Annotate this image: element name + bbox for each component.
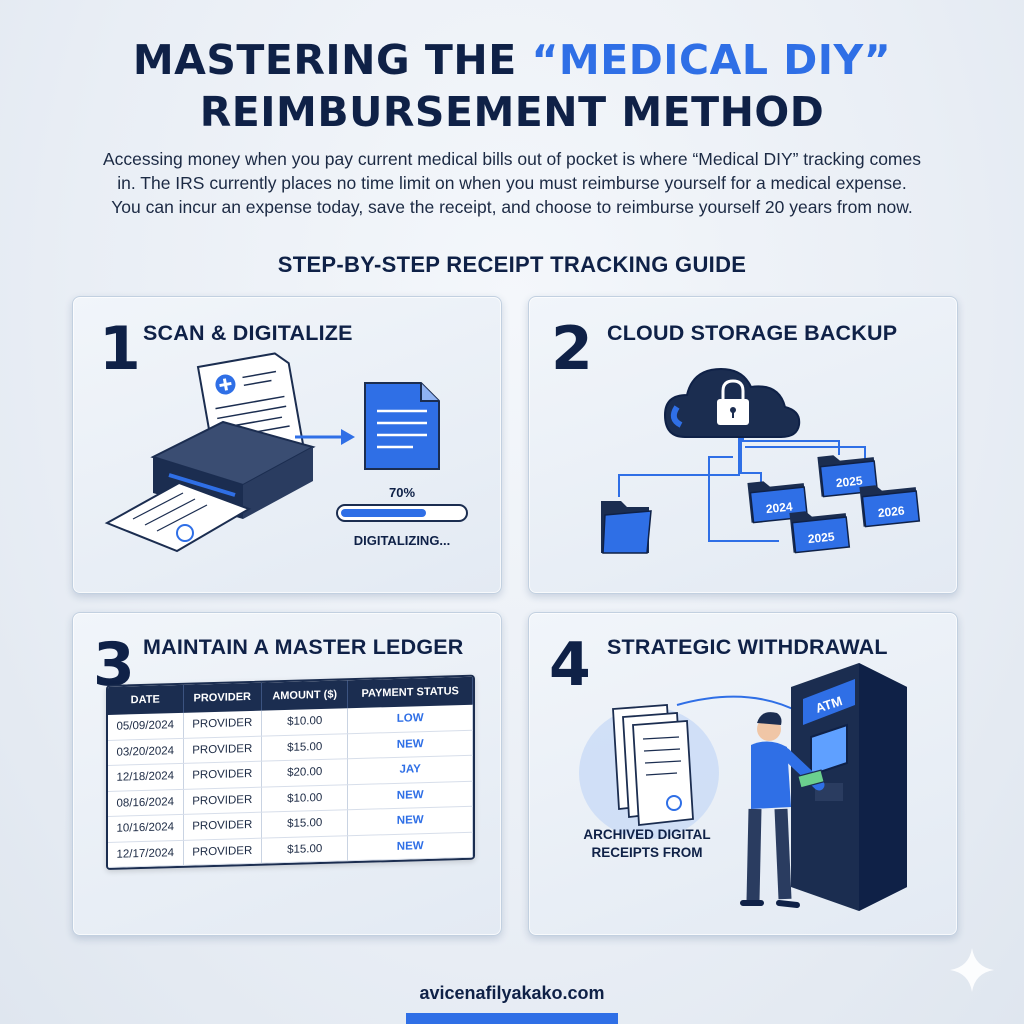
withdrawal-illustration: ATM ARCHIVED DIGITAL RECEIPTS FROM — [579, 663, 907, 911]
footer-accent-bar — [406, 1013, 618, 1024]
progress-bar-fill — [341, 509, 426, 517]
step-title: CLOUD STORAGE BACKUP — [607, 321, 898, 345]
title-highlight: “MEDICAL DIY” — [531, 36, 892, 84]
progress-status: DIGITALIZING... — [354, 533, 451, 548]
cell-amount: $15.00 — [261, 835, 348, 864]
cell-provider: PROVIDER — [183, 735, 262, 764]
progress-label: 70% — [389, 485, 415, 500]
cell-provider: PROVIDER — [183, 761, 262, 789]
cell-provider: PROVIDER — [183, 812, 262, 840]
step-title: SCAN & DIGITALIZE — [143, 321, 353, 345]
svg-text:2025: 2025 — [807, 529, 835, 546]
cell-amount: $15.00 — [261, 809, 348, 838]
column-header: PAYMENT STATUS — [347, 676, 473, 709]
cell-provider: PROVIDER — [183, 837, 262, 866]
atm-icon: ATM — [791, 663, 907, 911]
column-header: PROVIDER — [183, 682, 262, 713]
footer-site-link[interactable]: avicenafilyakako.com — [419, 983, 605, 1003]
cloud-illustration: 2024 2025 2025 2026 — [601, 367, 921, 554]
cell-provider: PROVIDER — [183, 786, 262, 815]
cell-status: NEW — [347, 806, 473, 836]
printer-icon — [150, 420, 316, 519]
cell-date: 03/20/2024 — [108, 737, 183, 766]
intro-line-1: Accessing money when you pay current med… — [103, 149, 921, 169]
step-title: STRATEGIC WITHDRAWAL — [607, 635, 888, 659]
master-ledger-table: DATE PROVIDER AMOUNT ($) PAYMENT STATUS … — [106, 674, 475, 870]
receipt-output — [104, 481, 252, 553]
guide-heading: STEP-BY-STEP RECEIPT TRACKING GUIDE — [277, 252, 747, 277]
cell-date: 08/16/2024 — [108, 788, 183, 817]
cell-status: NEW — [347, 729, 473, 759]
caption-line-2: RECEIPTS FROM — [591, 845, 702, 860]
folder-2025-b: 2025 — [789, 511, 851, 554]
cell-date: 12/17/2024 — [108, 839, 183, 868]
document-icon — [364, 382, 440, 470]
svg-text:2026: 2026 — [877, 503, 905, 520]
page-title-line1: MASTERING THE “MEDICAL DIY” — [0, 36, 1024, 84]
cell-amount: $15.00 — [261, 733, 348, 762]
step-number: 2 — [551, 314, 593, 384]
cell-amount: $10.00 — [261, 784, 348, 813]
caption-line-1: ARCHIVED DIGITAL — [583, 827, 710, 842]
step-title: MAINTAIN A MASTER LEDGER — [143, 635, 464, 659]
cell-provider: PROVIDER — [183, 710, 262, 738]
cell-amount: $10.00 — [261, 708, 348, 736]
folder-2026: 2026 — [859, 485, 921, 528]
arrow-right-icon — [295, 429, 355, 445]
step-card-scan: 1 SCAN & DIGITALIZE — [72, 296, 502, 594]
lock-icon — [717, 379, 749, 425]
cell-date: 05/09/2024 — [108, 712, 183, 740]
step-number: 1 — [99, 314, 141, 384]
cell-amount: $20.00 — [261, 758, 348, 787]
page-title-line2: REIMBURSEMENT METHOD — [199, 88, 825, 136]
receipt-stack-icon — [612, 704, 694, 826]
svg-text:2024: 2024 — [765, 499, 793, 516]
cell-status: NEW — [347, 831, 473, 861]
scan-illustration: 70% DIGITALIZING... — [104, 352, 468, 553]
column-header: AMOUNT ($) — [261, 680, 348, 711]
cell-status: NEW — [347, 780, 473, 810]
sparkle-icon — [950, 948, 994, 992]
cell-date: 12/18/2024 — [108, 763, 183, 791]
step-card-withdrawal: 4 STRATEGIC WITHDRAWAL ATM — [528, 612, 958, 936]
intro-paragraph: Accessing money when you pay current med… — [40, 147, 984, 219]
cell-date: 10/16/2024 — [108, 814, 183, 842]
step-card-cloud: 2 CLOUD STORAGE BACKUP — [528, 296, 958, 594]
step-number: 4 — [549, 630, 591, 700]
cell-status: LOW — [347, 704, 473, 734]
intro-line-3: You can incur an expense today, save the… — [111, 197, 913, 217]
svg-text:2025: 2025 — [835, 473, 863, 490]
column-header: DATE — [108, 684, 183, 715]
folder-icon — [601, 501, 652, 554]
person-icon — [740, 712, 825, 908]
title-prefix: MASTERING THE — [132, 36, 532, 84]
step-card-ledger: 3 MAINTAIN A MASTER LEDGER DATE PROVIDER… — [72, 612, 502, 936]
intro-line-2: in. The IRS currently places no time lim… — [117, 173, 907, 193]
cell-status: JAY — [347, 755, 473, 785]
